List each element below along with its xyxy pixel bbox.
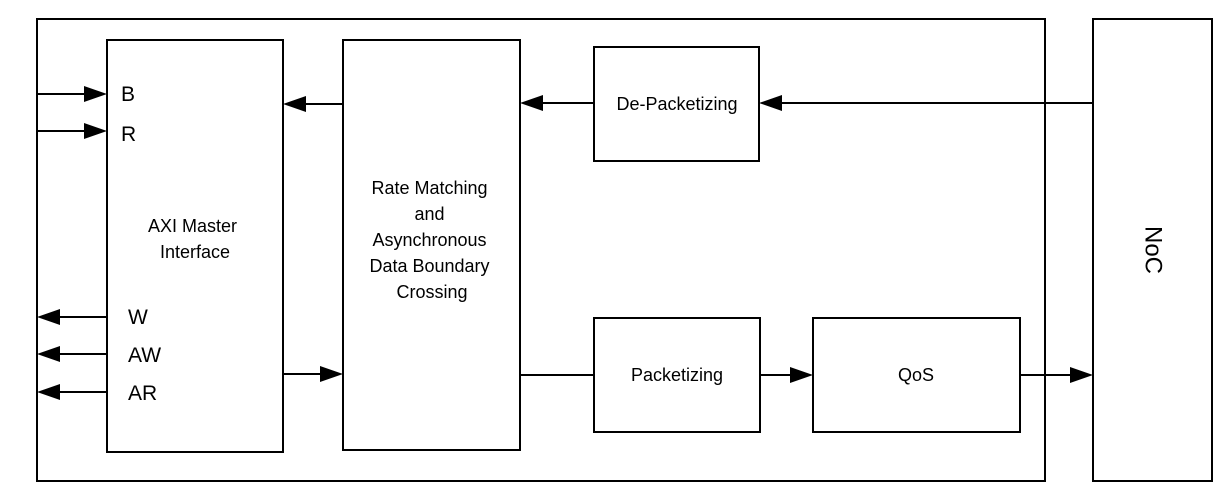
qos-label: QoS — [898, 365, 934, 385]
depacketizing-label: De-Packetizing — [616, 94, 737, 114]
port-label-aw: AW — [128, 344, 161, 367]
arrow-qos-to-noc — [1020, 367, 1093, 383]
rate-matching-line-2: and — [414, 204, 444, 224]
rate-matching-block — [342, 39, 521, 451]
axi-master-interface-label: AXI Master Interface — [148, 216, 242, 262]
rate-matching-line-5: Crossing — [396, 282, 467, 302]
arrow-w-out — [37, 309, 107, 325]
noc-label: NoC — [1140, 226, 1167, 274]
axi-master-interface-block — [106, 39, 284, 453]
arrow-noc-to-depacketizing — [759, 95, 1093, 111]
arrow-axi-to-rate — [283, 366, 343, 382]
arrow-packetizing-to-qos — [760, 367, 813, 383]
port-label-r: R — [121, 123, 136, 146]
noc-block — [1092, 18, 1213, 482]
arrow-rate-to-axi — [283, 96, 343, 112]
rate-matching-line-4: Data Boundary — [369, 256, 489, 276]
rate-matching-label: Rate Matching and Asynchronous Data Boun… — [369, 178, 494, 302]
arrow-ar-out — [37, 384, 107, 400]
axi-master-line-2: Interface — [160, 242, 230, 262]
port-label-w: W — [128, 306, 148, 329]
arrow-depacketizing-to-rate — [520, 95, 594, 111]
arrow-r-in — [37, 123, 107, 139]
port-label-b: B — [121, 83, 135, 106]
arrow-aw-out — [37, 346, 107, 362]
arrow-b-in — [37, 86, 107, 102]
packetizing-label: Packetizing — [631, 365, 723, 385]
rate-matching-line-1: Rate Matching — [371, 178, 487, 198]
depacketizing-block — [593, 46, 760, 162]
rate-matching-line-3: Asynchronous — [372, 230, 486, 250]
axi-master-line-1: AXI Master — [148, 216, 237, 236]
port-label-ar: AR — [128, 382, 157, 405]
